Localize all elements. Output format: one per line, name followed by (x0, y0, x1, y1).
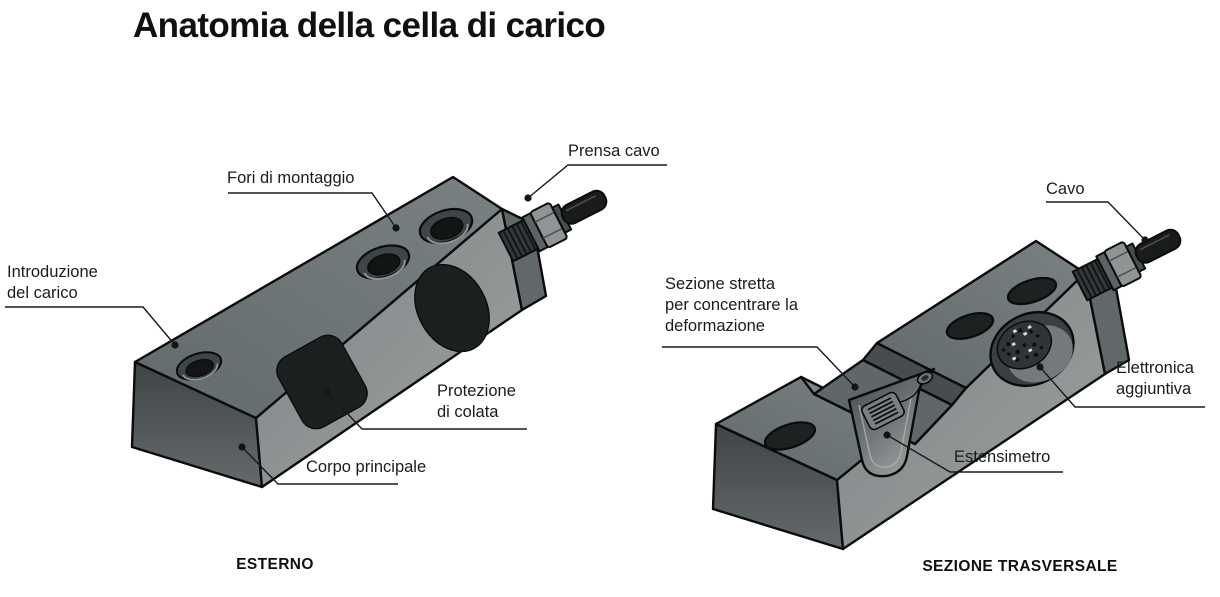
strain-gauge (861, 391, 905, 431)
exterior-top-face (133, 175, 504, 420)
caption-cross-section: SEZIONE TRASVERSALE (922, 558, 1118, 575)
leader-corpo (241, 446, 398, 485)
label-cable: Cavo (1046, 180, 1085, 198)
leader-dot (851, 383, 859, 391)
leader-fori (228, 192, 397, 229)
mounting-hole (418, 207, 474, 245)
label-mounting-holes: Fori di montaggio (227, 169, 355, 187)
gauge-wire (899, 382, 922, 403)
leader-cavo (1046, 201, 1146, 241)
section-hole (1006, 276, 1058, 306)
section-hole (945, 312, 995, 340)
leader-elettronica (1039, 366, 1205, 408)
pcb-components (1001, 325, 1044, 362)
section-body-drawing (711, 216, 1190, 551)
cast-protection-patch-ellipse (414, 263, 490, 353)
leader-dot (238, 443, 246, 451)
leader-dot (392, 224, 400, 232)
label-extra-electronics: Elettronica aggiuntiva (1116, 359, 1194, 398)
leader-dot (323, 388, 331, 396)
label-potting-protection: Protezione di colata (437, 382, 516, 421)
label-strain-gauge: Estensimetro (954, 448, 1051, 466)
leader-sezione-stretta (662, 346, 856, 388)
section-hole (763, 421, 817, 451)
page-title: Anatomia della cella di carico (133, 6, 606, 45)
leader-prensa (527, 164, 667, 199)
mounting-hole (175, 351, 223, 381)
wire-hole (916, 371, 934, 385)
cast-protection-patch-rect (276, 334, 368, 430)
label-main-body: Corpo principale (306, 458, 427, 476)
electronics-bore (989, 311, 1075, 387)
label-cable-gland: Prensa cavo (568, 142, 660, 160)
label-load-introduction: Introduzione del carico (7, 263, 98, 302)
leader-dot (171, 341, 179, 349)
leader-estensimetro (886, 434, 1063, 473)
strain-pocket (847, 367, 936, 478)
leader-introduzione (5, 306, 176, 346)
mounting-hole (355, 244, 411, 280)
leader-dots (171, 194, 1149, 451)
leader-dot (524, 194, 532, 202)
exterior-body-drawing (130, 175, 616, 489)
caption-exterior: ESTERNO (236, 556, 314, 573)
label-narrow-section: Sezione stretta per concentrare la defor… (665, 275, 798, 335)
leader-lines (5, 164, 1205, 485)
leader-dot (1036, 363, 1044, 371)
leader-dot (883, 431, 891, 439)
section-cable-gland (1069, 216, 1190, 306)
leader-dot (1141, 236, 1149, 244)
leader-protezione (326, 391, 527, 430)
